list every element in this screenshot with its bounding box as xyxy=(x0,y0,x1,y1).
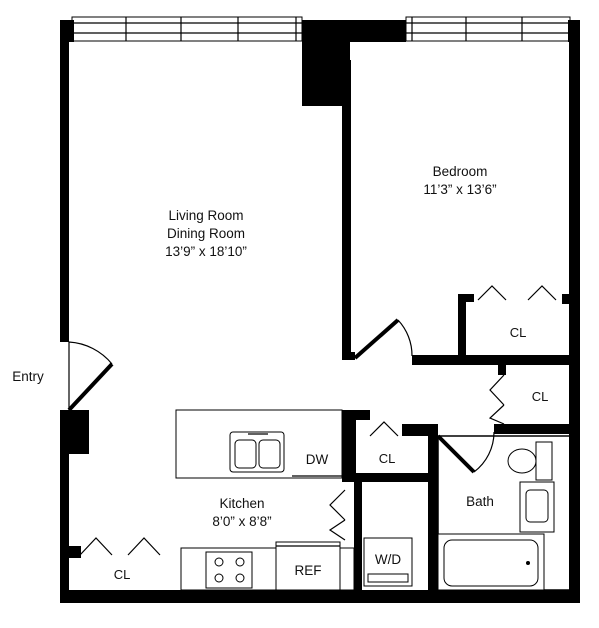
bath-door xyxy=(436,431,495,474)
kitchen-label: Kitchen xyxy=(219,496,264,511)
hall-closet-label: CL xyxy=(532,389,549,404)
bath-label: Bath xyxy=(466,494,494,509)
washer-dryer xyxy=(363,537,413,587)
entry-closet-label: CL xyxy=(114,567,131,582)
entry-label: Entry xyxy=(12,369,44,384)
entry-door xyxy=(67,341,114,412)
interior-walls xyxy=(69,20,570,602)
window-bedroom xyxy=(405,16,571,42)
kitchen-counter xyxy=(180,541,355,591)
window-living xyxy=(71,16,303,42)
living-room-label: Living Room xyxy=(168,208,243,223)
bath-fixtures xyxy=(437,435,571,591)
kitchen-closet-label: CL xyxy=(379,451,396,466)
bedroom-door xyxy=(353,318,413,360)
closet-doors xyxy=(79,285,557,556)
dining-room-label: Dining Room xyxy=(167,226,245,241)
bedroom-dims: 11’3” x 13’6” xyxy=(423,182,496,197)
kitchen-island xyxy=(175,409,343,479)
bedroom-closet-label: CL xyxy=(510,325,527,340)
dishwasher-label: DW xyxy=(306,452,329,467)
refrigerator-label: REF xyxy=(295,563,322,578)
exterior-walls xyxy=(60,20,580,603)
washer-dryer-label: W/D xyxy=(375,552,401,567)
living-room-dims: 13’9” x 18’10” xyxy=(165,244,247,259)
kitchen-dims: 8’0” x 8’8” xyxy=(212,514,271,529)
bedroom-label: Bedroom xyxy=(433,164,488,179)
